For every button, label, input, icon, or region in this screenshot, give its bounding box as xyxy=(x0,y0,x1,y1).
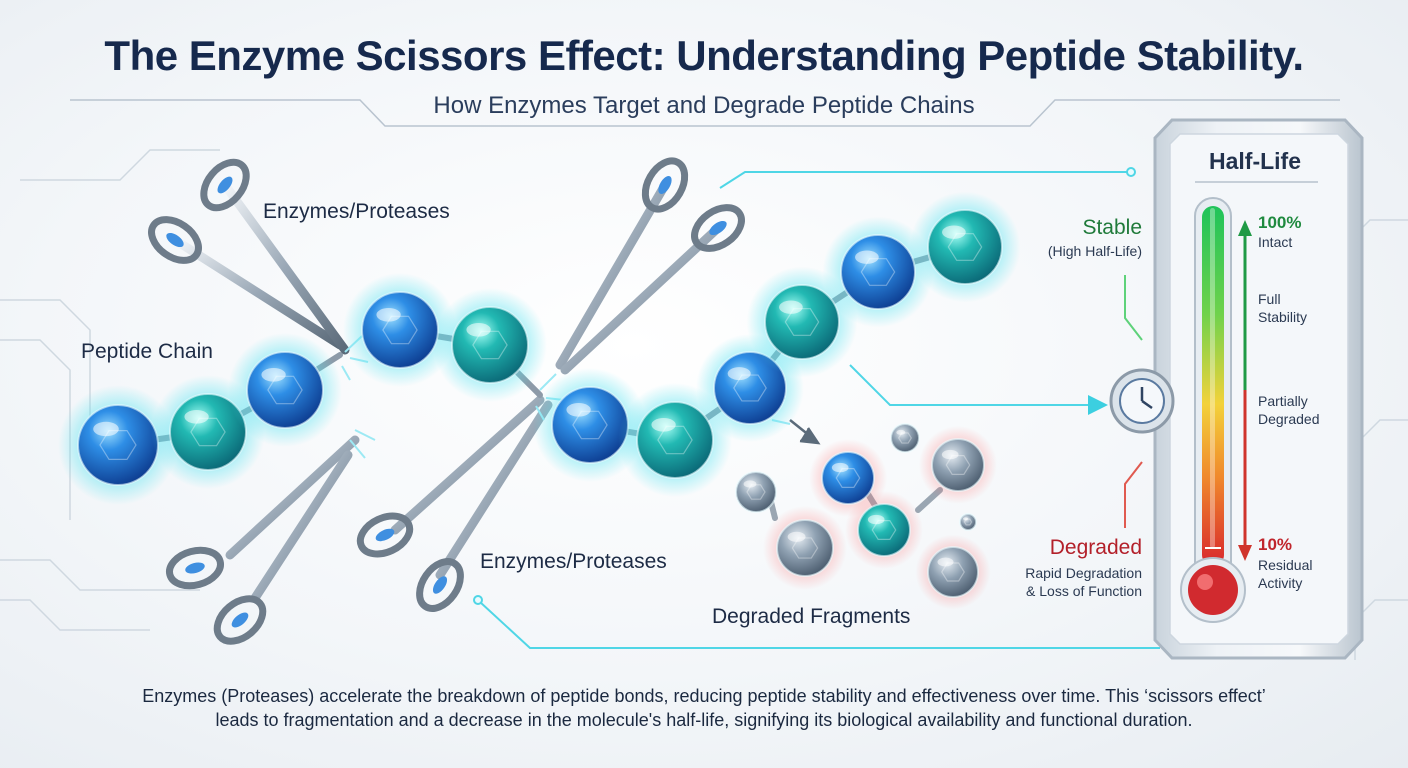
fragment-bead xyxy=(915,534,991,610)
fragment-arrows xyxy=(789,419,821,445)
degraded-label: Degraded xyxy=(1049,536,1142,559)
stable-sublabel: (High Half-Life) xyxy=(1047,243,1142,259)
fragment-bead xyxy=(735,471,777,513)
circuit-traces xyxy=(0,149,1408,660)
label-degraded-fragments: Degraded Fragments xyxy=(712,605,911,628)
peptide-bead xyxy=(58,385,178,505)
gauge-scale-arrow xyxy=(1238,220,1252,561)
half-life-thermometer xyxy=(1180,197,1246,623)
peptide-bead xyxy=(433,288,547,402)
gauge-lower-label: Partially Degraded xyxy=(1258,393,1320,427)
peptide-bead xyxy=(746,266,858,378)
connector-lines xyxy=(473,167,1160,649)
clock-icon xyxy=(1109,368,1175,434)
label-enzymes-top: Enzymes/Proteases xyxy=(263,200,450,223)
peptide-beads xyxy=(58,191,1021,505)
gauge-top-sub: Intact xyxy=(1258,234,1293,250)
peptide-bead xyxy=(533,368,647,482)
fragment-bead xyxy=(845,491,923,569)
fragment-bead xyxy=(763,506,847,590)
degraded-fragment-beads xyxy=(735,423,997,610)
gauge-bottom-sub: Residual Activity xyxy=(1258,557,1313,591)
gauge-upper-label: Full Stability xyxy=(1258,291,1308,325)
peptide-bead xyxy=(343,273,457,387)
gauge-top-value: 100% xyxy=(1258,213,1302,232)
page-subtitle: How Enzymes Target and Degrade Peptide C… xyxy=(433,92,975,119)
scissors-left xyxy=(148,158,360,645)
label-enzymes-bottom: Enzymes/Proteases xyxy=(480,550,667,573)
peptide-bead xyxy=(822,216,934,328)
peptide-bead xyxy=(228,333,342,447)
peptide-bead xyxy=(909,191,1021,303)
header-divider xyxy=(70,99,1340,127)
fragment-bead xyxy=(919,426,997,504)
fragment-bead xyxy=(890,423,920,453)
fragment-bead xyxy=(959,513,977,531)
scissors-middle xyxy=(356,157,745,612)
degraded-sublabel: Rapid Degradation & Loss of Function xyxy=(1025,565,1142,599)
label-peptide-chain: Peptide Chain xyxy=(81,340,213,363)
half-life-title: Half-Life xyxy=(1209,148,1301,174)
gauge-bottom-value: 10% xyxy=(1258,535,1293,554)
page-title: The Enzyme Scissors Effect: Understandin… xyxy=(104,32,1304,79)
stable-label: Stable xyxy=(1082,216,1142,239)
fragment-bead xyxy=(809,439,887,517)
footer-caption: Enzymes (Proteases) accelerate the break… xyxy=(142,686,1266,730)
